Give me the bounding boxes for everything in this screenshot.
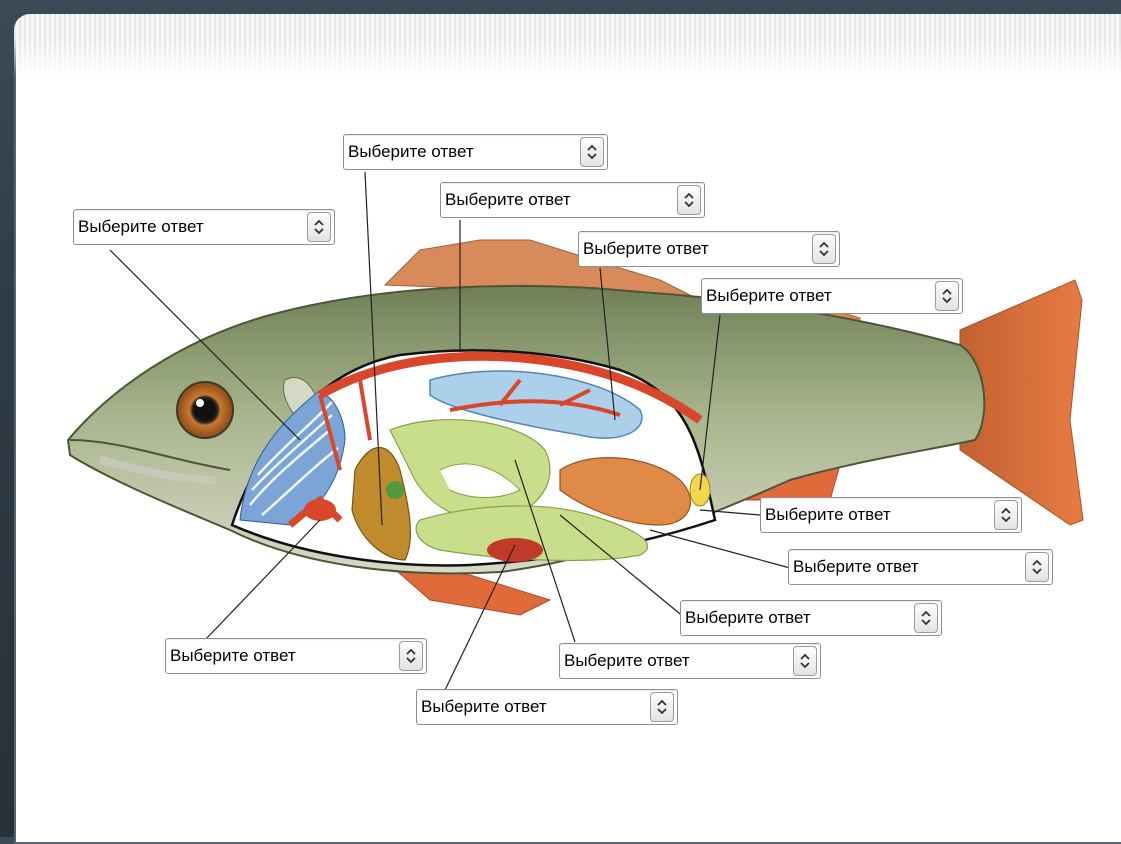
select-value: Выберите ответ bbox=[560, 651, 793, 671]
up-down-chevron-icon[interactable] bbox=[650, 692, 674, 722]
content-panel: Выберите ответ Выберите ответ Выберите о… bbox=[14, 14, 1121, 844]
answer-select-4[interactable]: Выберите ответ bbox=[578, 231, 840, 267]
answer-select-8[interactable]: Выберите ответ bbox=[680, 600, 942, 636]
answer-select-2[interactable]: Выберите ответ bbox=[343, 134, 608, 170]
answer-select-5[interactable]: Выберите ответ bbox=[701, 278, 963, 314]
select-value: Выберите ответ bbox=[344, 142, 580, 162]
answer-select-1[interactable]: Выберите ответ bbox=[73, 209, 335, 245]
select-value: Выберите ответ bbox=[789, 557, 1025, 577]
select-value: Выберите ответ bbox=[417, 697, 650, 717]
answer-select-7[interactable]: Выберите ответ bbox=[788, 549, 1053, 585]
select-value: Выберите ответ bbox=[702, 286, 935, 306]
answer-select-9[interactable]: Выберите ответ bbox=[559, 643, 821, 679]
up-down-chevron-icon[interactable] bbox=[812, 234, 836, 264]
up-down-chevron-icon[interactable] bbox=[677, 185, 701, 215]
answer-select-10[interactable]: Выберите ответ bbox=[165, 638, 427, 674]
up-down-chevron-icon[interactable] bbox=[994, 500, 1018, 530]
select-value: Выберите ответ bbox=[441, 190, 677, 210]
up-down-chevron-icon[interactable] bbox=[399, 641, 423, 671]
answer-select-6[interactable]: Выберите ответ bbox=[760, 497, 1022, 533]
answer-select-11[interactable]: Выберите ответ bbox=[416, 689, 678, 725]
up-down-chevron-icon[interactable] bbox=[793, 646, 817, 676]
select-value: Выберите ответ bbox=[579, 239, 812, 259]
select-value: Выберите ответ bbox=[681, 608, 914, 628]
select-value: Выберите ответ bbox=[74, 217, 307, 237]
select-value: Выберите ответ bbox=[166, 646, 399, 666]
select-value: Выберите ответ bbox=[761, 505, 994, 525]
gall-bladder bbox=[386, 481, 404, 499]
up-down-chevron-icon[interactable] bbox=[914, 603, 938, 633]
up-down-chevron-icon[interactable] bbox=[307, 212, 331, 242]
spleen bbox=[487, 538, 543, 562]
heart bbox=[304, 499, 336, 521]
up-down-chevron-icon[interactable] bbox=[1025, 552, 1049, 582]
up-down-chevron-icon[interactable] bbox=[580, 137, 604, 167]
answer-select-3[interactable]: Выберите ответ bbox=[440, 182, 705, 218]
up-down-chevron-icon[interactable] bbox=[935, 281, 959, 311]
